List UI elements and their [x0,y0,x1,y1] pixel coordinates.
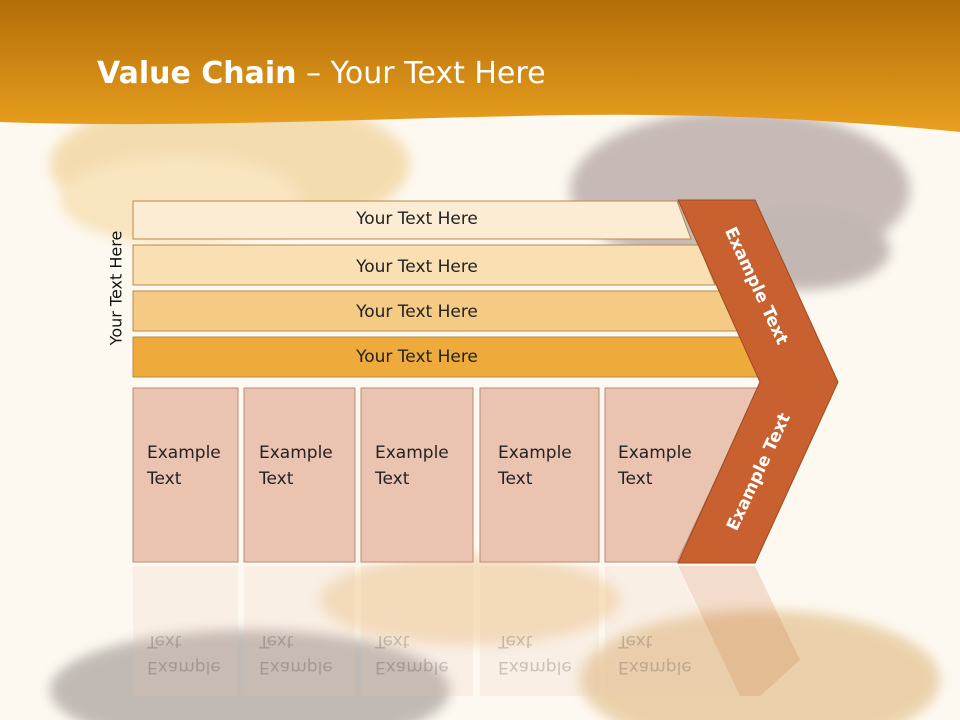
chevron-shape [677,199,839,564]
box-5-label: Example Text [618,443,692,489]
title-rest: – Your Text Here [296,56,546,91]
title-bold: Value Chain [97,56,297,91]
box-4-reflection: Example Text [498,631,572,677]
slide-title: Value Chain – Your Text Here [97,52,546,96]
bar-1-shape [132,200,692,240]
box-2-label: Example Text [259,443,333,489]
reflection [133,566,800,696]
box-3-label: Example Text [375,443,449,489]
raisin-cluster-golden-bottom [320,555,940,720]
bar-4-label: Your Text Here [356,347,478,367]
box-1-shape [132,387,239,563]
box-4-shape [479,387,600,563]
box-3-reflection: Example Text [375,631,449,677]
box-1-label: Example Text [147,443,221,489]
box-1-reflection: Example Text [147,631,221,677]
box-4-label: Example Text [498,443,572,489]
bar-1-label: Your Text Here [356,209,478,229]
bar-2-label: Your Text Here [356,257,478,277]
box-3-shape [360,387,474,563]
header-band [0,0,960,132]
box-2-shape [243,387,356,563]
bar-3-label: Your Text Here [356,302,478,322]
box-5-shape [604,387,760,563]
box-2-reflection: Example Text [259,631,333,677]
raisin-cluster-dark-bottom [50,630,450,720]
bar-2-shape [132,244,716,286]
box-5-reflection: Example Text [618,631,692,677]
